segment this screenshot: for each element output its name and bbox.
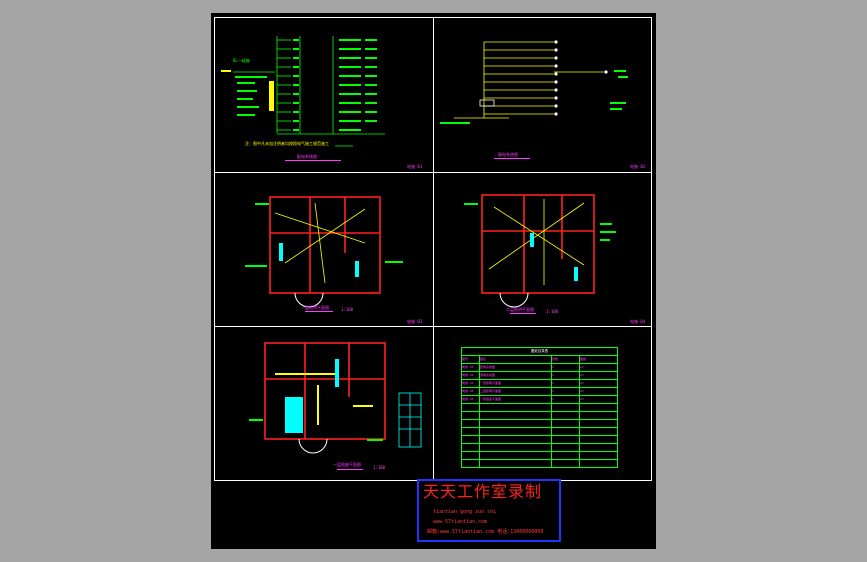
stamp-line-1: tiantian gong zuo shi (433, 509, 497, 515)
table-row: 电施-04 二层照明平面图 1 A3 (461, 387, 618, 396)
p1-heading: BL一级箱 (233, 58, 250, 63)
table-row (461, 435, 618, 444)
panel-floor1-sockets[interactable]: 一层插座平面图 1:100 (215, 327, 433, 481)
p1-title: 配电系统图 (297, 154, 317, 159)
table-cell: A3 (579, 379, 618, 388)
panel-distribution-system[interactable]: BL一级箱 注：图中凡未加注明者均按照电气施工规范施工 配电系统图 电施-01 (215, 18, 433, 172)
p3-title: 一层照明平面图 (301, 305, 329, 310)
p4-title: 二层照明平面图 (506, 307, 534, 312)
grid-divider-vertical (433, 17, 434, 481)
grid-divider-row2 (214, 326, 652, 327)
table-row: 电施-02 弱电系统图 1 A3 (461, 371, 618, 380)
table-cell: 二层照明平面图 (479, 387, 552, 396)
table-row (461, 451, 618, 460)
table-row: 电施-01 配电系统图 1 A3 (461, 363, 618, 372)
studio-stamp: 天天工作室录制 tiantian gong zuo shi www.57tian… (417, 479, 561, 542)
distribution-diagram (221, 36, 385, 161)
floor1-socket-plan (249, 342, 422, 470)
table-cell: 电施-05 (461, 395, 480, 404)
panel-floor2-lighting[interactable]: 二层照明平面图 1:100 电施-04 (434, 173, 652, 326)
grid-divider-row1 (214, 172, 652, 173)
panel-weak-current-system[interactable]: 弱电系统图 电施-02 (434, 18, 652, 172)
header-cell: 图名 (479, 355, 552, 364)
header-cell: 图号 (461, 355, 480, 364)
stamp-line-3: 邮箱:www.57tiantian.com 电话:13000000000 (427, 529, 544, 535)
table-row (461, 411, 618, 420)
table-cell: 1 (551, 395, 580, 404)
p2-sheet-number: 电施-02 (630, 164, 646, 169)
table-cell: 电施-03 (461, 379, 480, 388)
stamp-line-2: www.57tiantian.com (433, 519, 488, 525)
p1-sheet-number: 电施-01 (407, 164, 423, 169)
panel-floor1-lighting[interactable]: 一层照明平面图 1:100 电施-03 (215, 173, 433, 326)
p4-sheet-number: 电施-04 (630, 319, 646, 324)
table-row (461, 443, 618, 452)
weak-current-diagram (440, 40, 628, 159)
table-row (461, 403, 618, 412)
p5-title: 一层插座平面图 (333, 462, 361, 467)
table-cell: 1 (551, 371, 580, 380)
p1-note: 注：图中凡未加注明者均按照电气施工规范施工 (245, 141, 329, 146)
table-title: 图纸目录表 (461, 347, 618, 356)
table-row (461, 427, 618, 436)
table-cell: A3 (579, 395, 618, 404)
table-cell: A3 (579, 371, 618, 380)
table-row: 电施-05 一层插座平面图 1 A3 (461, 395, 618, 404)
table-cell: 一层照明平面图 (479, 379, 552, 388)
table-cell: 1 (551, 363, 580, 372)
drawing-index-table: 图纸目录表 图号 图名 张数 图幅 电施-01 配电系统图 1 A3 电施-02… (461, 347, 618, 468)
table-cell: 弱电系统图 (479, 371, 552, 380)
p2-title: 弱电系统图 (498, 152, 518, 157)
drawing-sheet: BL一级箱 注：图中凡未加注明者均按照电气施工规范施工 配电系统图 电施-01 (211, 13, 656, 549)
table-header-row: 图号 图名 张数 图幅 (461, 355, 618, 364)
table-caption-row: 图纸目录表 (461, 347, 618, 356)
table-cell: A3 (579, 363, 618, 372)
table-row (461, 419, 618, 428)
table-cell: 电施-02 (461, 371, 480, 380)
table-cell: A3 (579, 387, 618, 396)
table-cell: 电施-04 (461, 387, 480, 396)
table-cell: 一层插座平面图 (479, 395, 552, 404)
table-cell: 1 (551, 387, 580, 396)
p3-sheet-number: 电施-03 (407, 319, 423, 324)
floor2-lighting-plan (464, 194, 616, 314)
table-cell: 配电系统图 (479, 363, 552, 372)
p4-scale: 1:100 (546, 309, 559, 314)
table-cell: 电施-01 (461, 363, 480, 372)
table-row: 电施-03 一层照明平面图 1 A3 (461, 379, 618, 388)
table-row (461, 459, 618, 468)
p3-scale: 1:100 (341, 307, 354, 312)
header-cell: 图幅 (579, 355, 618, 364)
table-cell: 1 (551, 379, 580, 388)
p5-scale: 1:100 (373, 465, 386, 470)
header-cell: 张数 (551, 355, 580, 364)
stamp-title: 天天工作室录制 (423, 482, 543, 501)
floor1-lighting-plan (245, 196, 403, 312)
